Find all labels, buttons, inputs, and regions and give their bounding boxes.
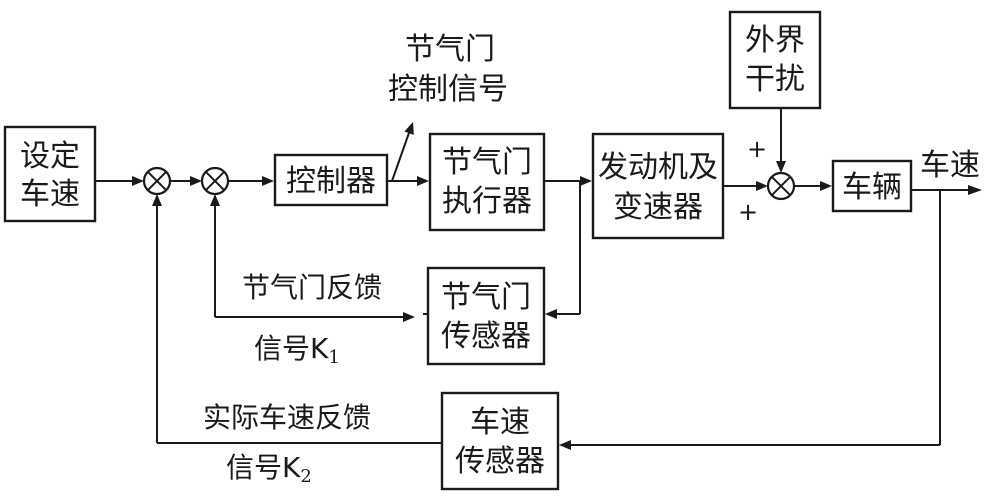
signal-lines	[95, 108, 982, 450]
summing-junction-disturbance	[766, 171, 796, 201]
speed-sensor-line1: 车速	[470, 405, 530, 440]
output-speed-label: 车速	[920, 148, 980, 183]
speed-sensor-line2: 传感器	[455, 444, 545, 479]
disturbance-line1: 外界	[745, 23, 805, 58]
set-speed-line2: 车速	[20, 177, 80, 212]
engine-transmission-line1: 发动机及	[598, 150, 718, 185]
vehicle-block: 车辆	[831, 159, 913, 213]
throttle-control-signal-label-line1: 节气门	[405, 32, 495, 67]
speed-feedback-signal-text: 信号K	[226, 451, 301, 484]
engine-transmission-block: 发动机及 变速器	[591, 132, 725, 240]
plus-sign-left: +	[738, 198, 758, 226]
speed-sensor-block: 车速 传感器	[440, 391, 560, 491]
throttle-feedback-label-line2: 信号K1	[254, 332, 340, 368]
throttle-sensor-block: 节气门 传感器	[426, 266, 546, 366]
throttle-actuator-block: 节气门 执行器	[428, 132, 546, 232]
throttle-feedback-label-line1: 节气门反馈	[242, 271, 382, 304]
vehicle-label: 车辆	[842, 170, 902, 205]
controller-block: 控制器	[273, 153, 389, 207]
set-speed-line1: 设定	[20, 139, 80, 174]
speed-feedback-subscript: 2	[300, 466, 311, 487]
plus-sign-top: +	[747, 135, 767, 163]
engine-transmission-line2: 变速器	[613, 190, 703, 225]
controller-label: 控制器	[286, 164, 376, 199]
set-speed-block: 设定 车速	[3, 125, 97, 223]
throttle-feedback-signal-text: 信号K	[254, 332, 329, 365]
speed-feedback-label-line1: 实际车速反馈	[203, 401, 371, 434]
speed-feedback-label-line2: 信号K2	[226, 451, 312, 487]
throttle-sensor-line2: 传感器	[441, 319, 531, 354]
disturbance-block: 外界 干扰	[728, 10, 822, 110]
throttle-sensor-line1: 节气门	[441, 280, 531, 315]
throttle-actuator-line1: 节气门	[442, 145, 532, 180]
throttle-control-signal-label-line2: 控制信号	[388, 72, 508, 107]
disturbance-line2: 干扰	[745, 62, 805, 97]
throttle-actuator-line2: 执行器	[442, 184, 532, 219]
summing-junction-speed	[142, 166, 172, 196]
summing-junction-throttle	[200, 166, 230, 196]
throttle-feedback-subscript: 1	[328, 347, 339, 368]
